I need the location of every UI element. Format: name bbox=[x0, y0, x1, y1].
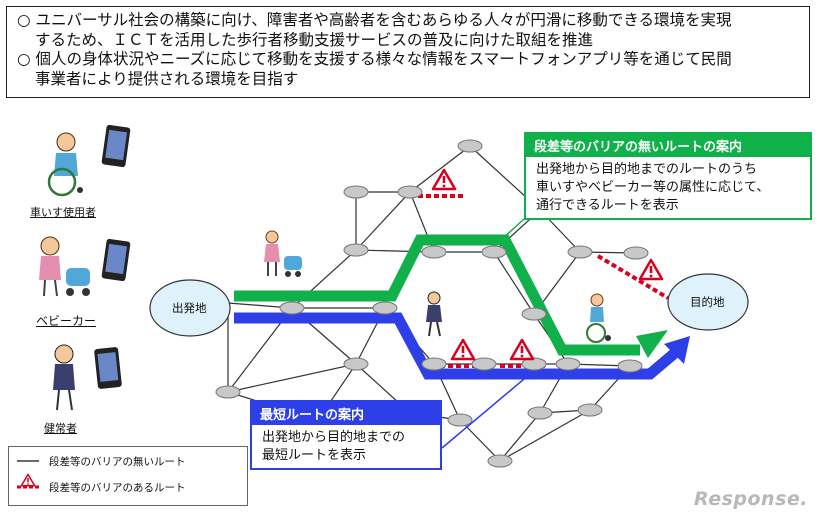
green-callout-pointer bbox=[500, 218, 525, 241]
brand-watermark: Response. bbox=[694, 488, 808, 510]
intro-line: ○ 個人の身体状況やニーズに応じて移動を支援する様々な情報をスマートフォンアプリ… bbox=[17, 50, 732, 68]
start-node-label: 出発地 bbox=[172, 301, 207, 315]
warning-icon bbox=[450, 338, 476, 361]
stroller-user-avatar bbox=[39, 236, 131, 297]
legend-swatches bbox=[17, 460, 39, 489]
intro-line: するため、ＩＣＴを活用した歩行者移動支援サービスの普及に向けた取組を推進 bbox=[35, 30, 594, 49]
green-callout-line: 通行できるルートを表示 bbox=[536, 198, 679, 213]
green-callout-title: 段差等のバリアの無いルートの案内 bbox=[526, 134, 810, 157]
warning-icon bbox=[509, 338, 535, 361]
goal-node bbox=[667, 273, 749, 331]
blue-callout-line: 最短ルートを表示 bbox=[262, 448, 367, 463]
stroller-user-label: ベビーカー bbox=[36, 314, 97, 328]
walking-person-icon bbox=[426, 291, 442, 337]
blue-callout-pointer bbox=[441, 373, 531, 449]
green-route-arrowhead bbox=[636, 330, 668, 358]
blue-route-arrowhead bbox=[664, 336, 690, 364]
blue-callout-title: 最短ルートの案内 bbox=[252, 402, 440, 425]
intro-line: 事業者により提供される環境を目指す bbox=[35, 69, 299, 88]
blue-callout-line: 出発地から目的地までの bbox=[262, 430, 406, 445]
green-route-callout: 段差等のバリアの無いルートの案内 出発地から目的地までのルートのうち 車いすやベ… bbox=[524, 132, 812, 220]
goal-node-label: 目的地 bbox=[690, 295, 725, 309]
warning-icon bbox=[431, 168, 457, 191]
barrier-segments bbox=[418, 194, 670, 368]
able-bodied-user-label: 健常者 bbox=[44, 422, 77, 435]
green-callout-line: 車いすやベビーカー等の属性に応じて、 bbox=[536, 180, 770, 195]
intro-line: ○ ユニバーサル社会の構築に向け、障害者や高齢者を含むあらゆる人々が円滑に移動で… bbox=[17, 11, 732, 29]
legend-barrier-label: 段差等のバリアのあるルート bbox=[49, 482, 186, 494]
intro-box: ○ ユニバーサル社会の構築に向け、障害者や高齢者を含むあらゆる人々が円滑に移動で… bbox=[6, 6, 810, 98]
legend-no-barrier-label: 段差等のバリアの無いルート bbox=[49, 456, 186, 468]
wheelchair-user-icon bbox=[586, 293, 611, 343]
blue-route-callout: 最短ルートの案内 出発地から目的地までの 最短ルートを表示 bbox=[250, 400, 442, 470]
warning-icon bbox=[638, 258, 664, 281]
legend: 段差等のバリアの無いルート 段差等のバリアのあるルート bbox=[8, 446, 248, 506]
green-route bbox=[234, 234, 640, 356]
able-bodied-user-avatar bbox=[53, 344, 122, 411]
start-node bbox=[149, 279, 231, 337]
wheelchair-user-label: 車いす使用者 bbox=[30, 206, 96, 219]
network-nodes bbox=[215, 139, 649, 468]
blue-route bbox=[234, 312, 680, 380]
green-callout-line: 出発地から目的地までのルートのうち bbox=[536, 162, 758, 177]
stroller-person-icon bbox=[264, 230, 302, 277]
wheelchair-user-avatar bbox=[47, 124, 131, 197]
